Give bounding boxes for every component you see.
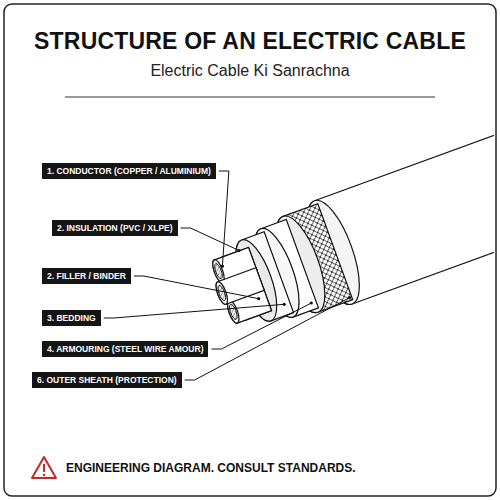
- leader-dot: [221, 265, 224, 268]
- leader-line: [185, 298, 350, 381]
- leader-line: [134, 276, 259, 299]
- callout-box: 3. BEDDING: [42, 310, 101, 326]
- leader-line: [219, 171, 229, 266]
- warning-note: ENGINEERING DIAGRAM. CONSULT STANDARDS.: [66, 461, 356, 475]
- callout-box: 6. OUTER SHEATH (PROTECTION): [32, 372, 182, 388]
- conductor-strands: [216, 285, 227, 302]
- callout-box: 4. ARMOURING (STEEL WIRE AMOUR): [42, 341, 208, 357]
- rule-line: [65, 97, 435, 98]
- callout-label: 3. BEDDING: [47, 313, 96, 323]
- leader-dot: [310, 301, 313, 304]
- callout-label: 2. INSULATION (PVC / XLPE): [57, 223, 173, 233]
- title: STRUCTURE OF AN ELECTRIC CABLE: [0, 28, 500, 55]
- leader-dot: [237, 249, 240, 252]
- leader-dot: [348, 296, 351, 299]
- callout-label: 6. OUTER SHEATH (PROTECTION): [37, 375, 177, 385]
- leader-line: [181, 228, 239, 251]
- leader-dot: [283, 303, 286, 306]
- callout-label: 2. FILLER / BINDER: [47, 271, 126, 281]
- callout-box: 2. FILLER / BINDER: [42, 268, 131, 284]
- conductor-strands: [228, 303, 239, 320]
- leader-dot: [257, 297, 260, 300]
- callout-label: 1. CONDUCTOR (COPPER / ALUMINIUM): [47, 166, 211, 176]
- callout-box: 1. CONDUCTOR (COPPER / ALUMINIUM): [42, 163, 216, 179]
- core-insulation: [214, 268, 264, 306]
- conductor-strands: [213, 263, 224, 280]
- warning-icon: [32, 457, 56, 478]
- callout-box: 2. INSULATION (PVC / XLPE): [52, 220, 178, 236]
- subtitle: Electric Cable Ki Sanrachna: [0, 62, 500, 80]
- leader-line: [104, 304, 285, 318]
- callout-label: 4. ARMOURING (STEEL WIRE AMOUR): [47, 344, 203, 354]
